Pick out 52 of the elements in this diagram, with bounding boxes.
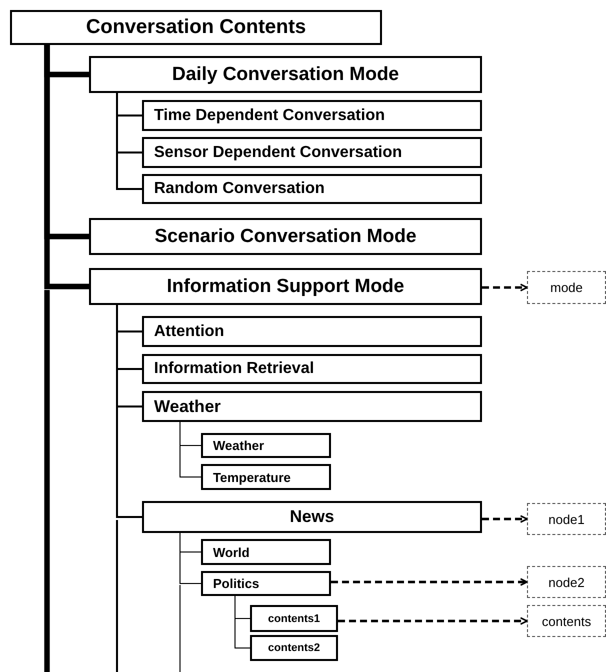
tree-connector	[234, 596, 250, 648]
node-label: Attention	[154, 322, 224, 340]
node-label: Temperature	[213, 470, 291, 484]
node-label: contents1	[268, 612, 320, 624]
category-box	[250, 635, 338, 661]
category-box	[142, 174, 482, 204]
category-box	[142, 316, 482, 347]
node-label: Sensor Dependent Conversation	[154, 144, 402, 162]
dashed-box	[527, 566, 606, 598]
node-label: Information Retrieval	[154, 360, 314, 378]
tree-connector	[116, 305, 142, 518]
node-label: Scenario Conversation Mode	[154, 226, 416, 248]
category-box	[10, 10, 382, 45]
category-box	[201, 539, 331, 565]
dashed-box	[527, 503, 606, 535]
node-label: Conversation Contents	[86, 16, 306, 39]
category-box	[142, 354, 482, 384]
node-label: Time Dependent Conversation	[154, 106, 385, 124]
node-label: Random Conversation	[154, 180, 325, 198]
node-label: Weather	[154, 396, 221, 416]
category-box	[89, 218, 482, 255]
category-box	[89, 268, 482, 305]
category-box	[142, 100, 482, 131]
category-box	[142, 137, 482, 168]
dashed-arrow	[338, 617, 528, 625]
tree-connector	[180, 422, 202, 478]
node-label: mode	[550, 280, 583, 295]
dashed-arrow	[331, 578, 528, 586]
dashed-box	[527, 605, 606, 637]
node-label: node2	[548, 574, 585, 590]
node-label: Politics	[213, 576, 260, 591]
tree-connector	[180, 532, 202, 584]
tree-connector	[116, 93, 142, 190]
node-label: News	[290, 507, 334, 527]
node-label: contents2	[268, 642, 320, 654]
node-label: node1	[548, 512, 585, 526]
node-label: Weather	[213, 438, 264, 453]
category-box	[250, 605, 338, 632]
tree-connector	[44, 45, 89, 290]
category-box	[142, 391, 482, 422]
node-label: Information Support Mode	[166, 276, 404, 298]
dashed-arrow	[482, 284, 528, 292]
dashed-box	[527, 271, 606, 304]
category-box	[142, 501, 482, 533]
category-box	[201, 571, 331, 596]
category-box	[201, 464, 331, 490]
node-label: contents	[542, 614, 592, 628]
category-box	[89, 56, 482, 93]
node-label: World	[213, 544, 250, 560]
category-box	[201, 433, 331, 458]
dashed-arrow	[482, 515, 528, 523]
node-label: Daily Conversation Mode	[172, 64, 399, 86]
